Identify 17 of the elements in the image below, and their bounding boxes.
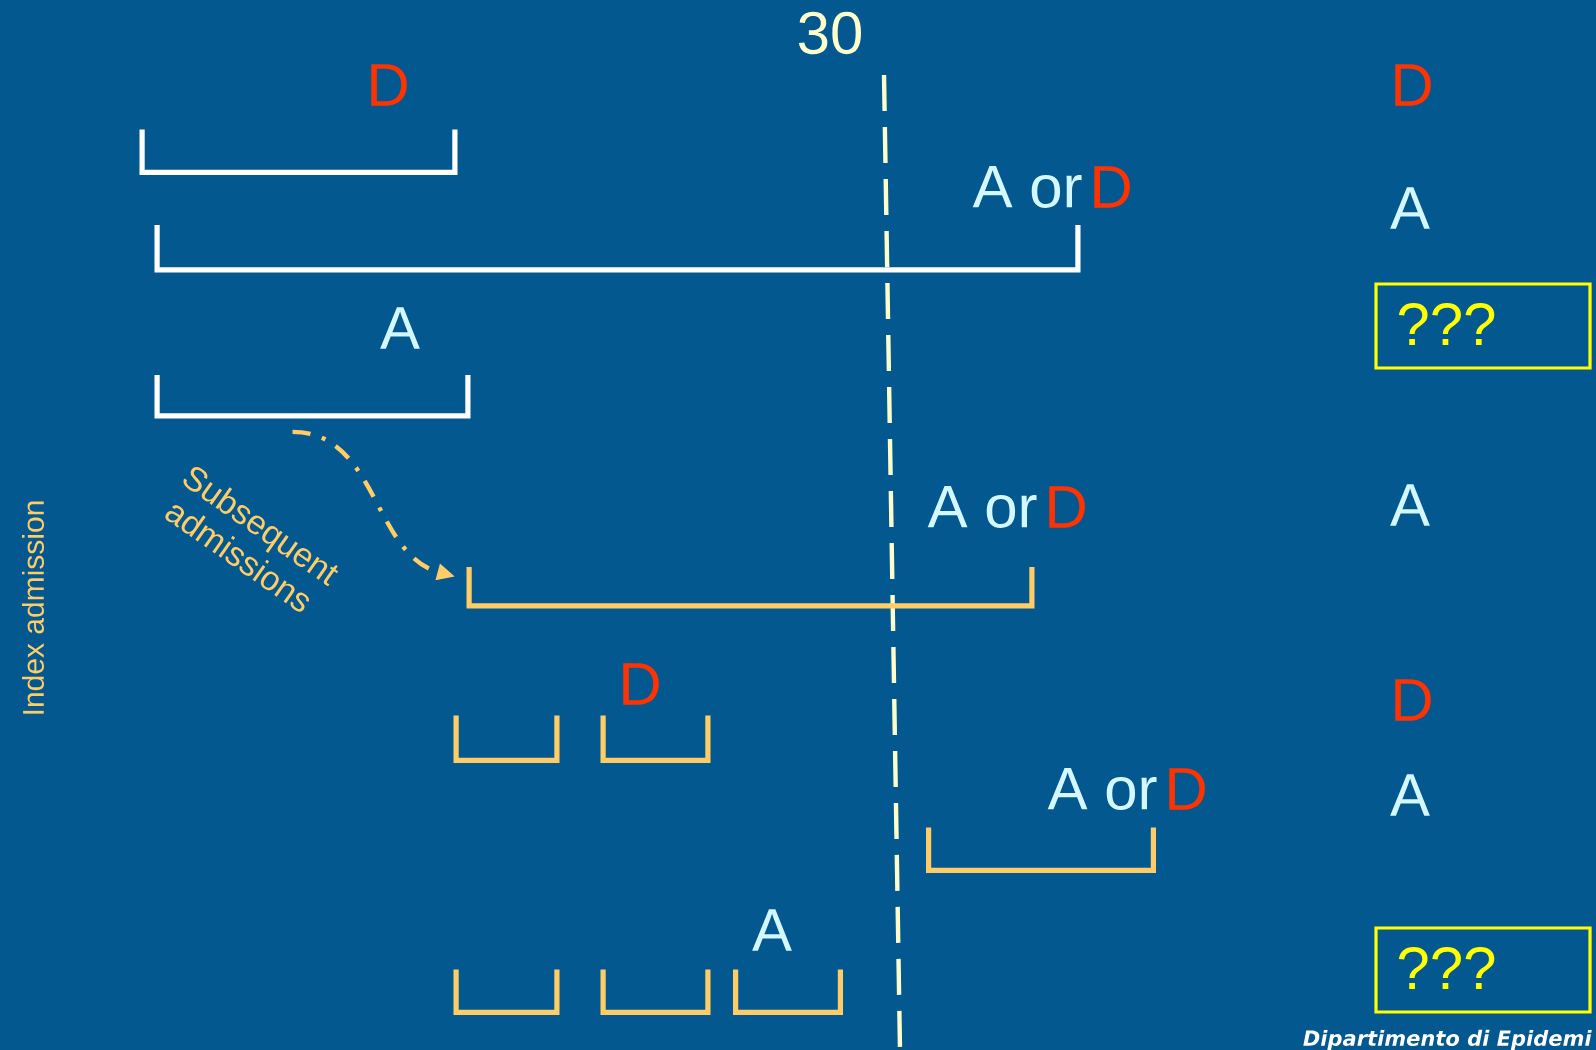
outcome-label: D [1395, 679, 1431, 721]
question-box: ??? [1374, 926, 1592, 1014]
bracket: A or D [466, 486, 1085, 609]
bracket [453, 969, 560, 1015]
outcome-label: A [1390, 774, 1430, 816]
outcome-label: A [1390, 484, 1430, 526]
axis-label: Index admission [22, 501, 44, 714]
bracket [600, 969, 711, 1015]
bracket: D [600, 663, 711, 763]
bracket: A [733, 909, 843, 1015]
outcome-label: D [1395, 64, 1431, 106]
outcome-label: A [1390, 187, 1430, 229]
bracket: A or D [926, 768, 1205, 873]
value-label: 30 [798, 11, 861, 55]
question-box: ??? [1374, 282, 1592, 370]
bracket: A [154, 307, 471, 419]
bracket [453, 715, 560, 763]
